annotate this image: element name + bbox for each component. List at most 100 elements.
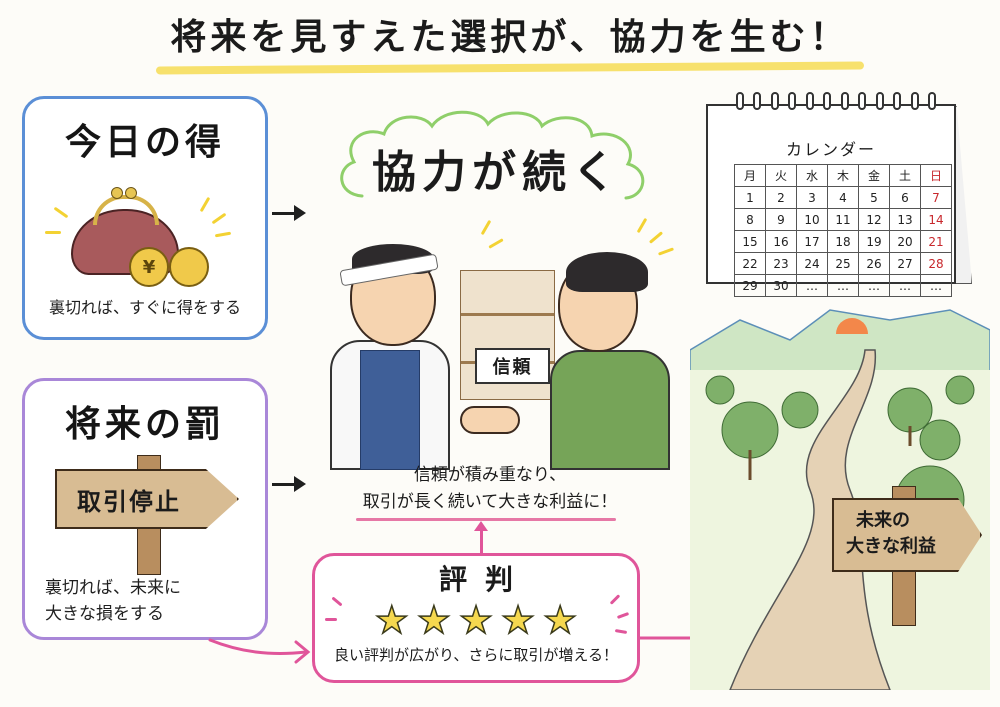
ring-icon xyxy=(753,92,762,110)
ring-icon xyxy=(805,92,814,110)
star-icon: ★ xyxy=(374,598,410,642)
panel-today-gain: 今日の得 ¥ 裏切れば、すぐに得をする xyxy=(22,96,268,340)
calendar-title: カレンダー xyxy=(785,140,876,159)
sparkle-icon xyxy=(45,231,61,234)
panel-future-penalty: 将来の罰 取引停止 裏切れば、未来に 大きな損をする xyxy=(22,378,268,640)
day-cell-sunday: 28 xyxy=(920,252,952,275)
day-cell: 11 xyxy=(827,208,859,231)
weekday-cell: 火 xyxy=(765,164,797,187)
ring-icon xyxy=(910,92,919,110)
ring-icon xyxy=(893,92,902,110)
calendar-week-row: 1 2 3 4 5 6 7 xyxy=(734,186,952,209)
panel-heading: 今日の得 xyxy=(64,122,225,163)
cooperation-caption: 信頼が積み重なり、 取引が長く続いて大きな利益に！ xyxy=(300,462,680,516)
sparkle-icon xyxy=(214,231,232,238)
star-icon: ★ xyxy=(458,598,494,642)
future-profit-signpost: 未来の 大きな利益 xyxy=(832,478,982,628)
yen-coin-icon: ¥ xyxy=(129,247,169,287)
day-cell: 2 xyxy=(765,186,797,209)
day-cell: 20 xyxy=(889,230,921,253)
calendar-rings xyxy=(736,92,936,112)
emphasis-tick-icon xyxy=(325,618,337,621)
calendar-grid: 月 火 水 木 金 土 日 1 2 3 4 5 6 7 8 9 10 1 xyxy=(734,164,952,297)
day-cell-sunday: 7 xyxy=(920,186,952,209)
ring-icon xyxy=(858,92,867,110)
caption-line: 取引が長く続いて大きな利益に！ xyxy=(362,492,618,512)
day-cell: 12 xyxy=(858,208,890,231)
ring-icon xyxy=(823,92,832,110)
arrow-right-icon xyxy=(272,205,306,221)
ring-icon xyxy=(875,92,884,110)
calendar-week-row: 22 23 24 25 26 27 28 xyxy=(734,252,952,275)
sign-text: 取引停止 xyxy=(77,487,181,516)
day-cell: 18 xyxy=(827,230,859,253)
customer-figure xyxy=(530,240,680,470)
sparkle-icon xyxy=(636,217,648,234)
arrow-to-reputation-icon xyxy=(208,638,311,664)
calendar-week-row: 29 30 … … … … … xyxy=(734,274,952,297)
reputation-caption: 良い評判が広がり、さらに取引が増える！ xyxy=(334,646,618,664)
day-cell: 9 xyxy=(765,208,797,231)
day-cell: … xyxy=(889,274,921,297)
star-rating: ★ ★ ★ ★ ★ xyxy=(315,598,637,642)
day-cell: 27 xyxy=(889,252,921,275)
purse-clasp xyxy=(93,195,159,225)
day-cell: 23 xyxy=(765,252,797,275)
title-underline xyxy=(155,61,865,75)
reputation-heading: 評判 xyxy=(438,563,531,596)
panel-heading: 将来の罰 xyxy=(64,404,225,445)
day-cell-sunday: 21 xyxy=(920,230,952,253)
purse-knob xyxy=(125,187,137,199)
day-cell: 16 xyxy=(765,230,797,253)
signpost-icon: 取引停止 xyxy=(55,455,245,575)
desk-calendar: カレンダー 月 火 水 木 金 土 日 1 2 3 4 5 6 7 8 xyxy=(700,92,980,297)
cooperation-heading: 協力が続く xyxy=(372,147,622,198)
sparkle-icon xyxy=(53,206,69,219)
green-sweater xyxy=(550,350,670,470)
weekday-cell: 水 xyxy=(796,164,828,187)
day-cell: 3 xyxy=(796,186,828,209)
star-icon: ★ xyxy=(542,598,578,642)
day-cell: 17 xyxy=(796,230,828,253)
panel-caption: 裏切れば、すぐに得をする xyxy=(48,298,241,317)
day-cell: … xyxy=(796,274,828,297)
day-cell: 22 xyxy=(734,252,766,275)
day-cell: 4 xyxy=(827,186,859,209)
day-cell: 5 xyxy=(858,186,890,209)
sign-board: 取引停止 xyxy=(55,469,239,529)
trust-sign: 信頼 xyxy=(475,348,550,384)
caption-line: 裏切れば、未来に xyxy=(45,578,181,598)
star-icon: ★ xyxy=(416,598,452,642)
arrow-up-icon xyxy=(474,521,488,553)
arrow-right-icon xyxy=(272,476,306,492)
ring-icon xyxy=(736,92,744,110)
sign-line: 大きな利益 xyxy=(846,536,936,557)
title-block: 将来を見すえた選択が、協力を生む！ xyxy=(150,14,870,75)
sparkle-icon xyxy=(211,212,227,225)
coin-purse-icon xyxy=(71,187,181,275)
cloud-heading: 協力が続く xyxy=(332,106,662,216)
day-cell: 15 xyxy=(734,230,766,253)
calendar-week-row: 15 16 17 18 19 20 21 xyxy=(734,230,952,253)
weekday-cell: 金 xyxy=(858,164,890,187)
day-cell: … xyxy=(827,274,859,297)
caption-line: 信頼が積み重なり、 xyxy=(413,465,567,485)
day-cell: 30 xyxy=(765,274,797,297)
coin-icon xyxy=(169,247,209,287)
weekday-cell: 土 xyxy=(889,164,921,187)
apron xyxy=(360,350,420,470)
day-cell: 26 xyxy=(858,252,890,275)
sparkle-icon xyxy=(488,238,504,249)
weekday-cell-sunday: 日 xyxy=(920,164,952,187)
caption-line: 大きな損をする xyxy=(45,604,164,624)
handshake-icon xyxy=(460,406,520,434)
sign-board: 未来の 大きな利益 xyxy=(832,498,982,572)
day-cell: … xyxy=(920,274,952,297)
calendar-weekday-row: 月 火 水 木 金 土 日 xyxy=(734,164,952,187)
cloud-outline-icon xyxy=(340,110,645,200)
day-cell: 13 xyxy=(889,208,921,231)
purse-knob xyxy=(111,187,123,199)
weekday-cell: 月 xyxy=(734,164,766,187)
day-cell: 25 xyxy=(827,252,859,275)
day-cell: 1 xyxy=(734,186,766,209)
